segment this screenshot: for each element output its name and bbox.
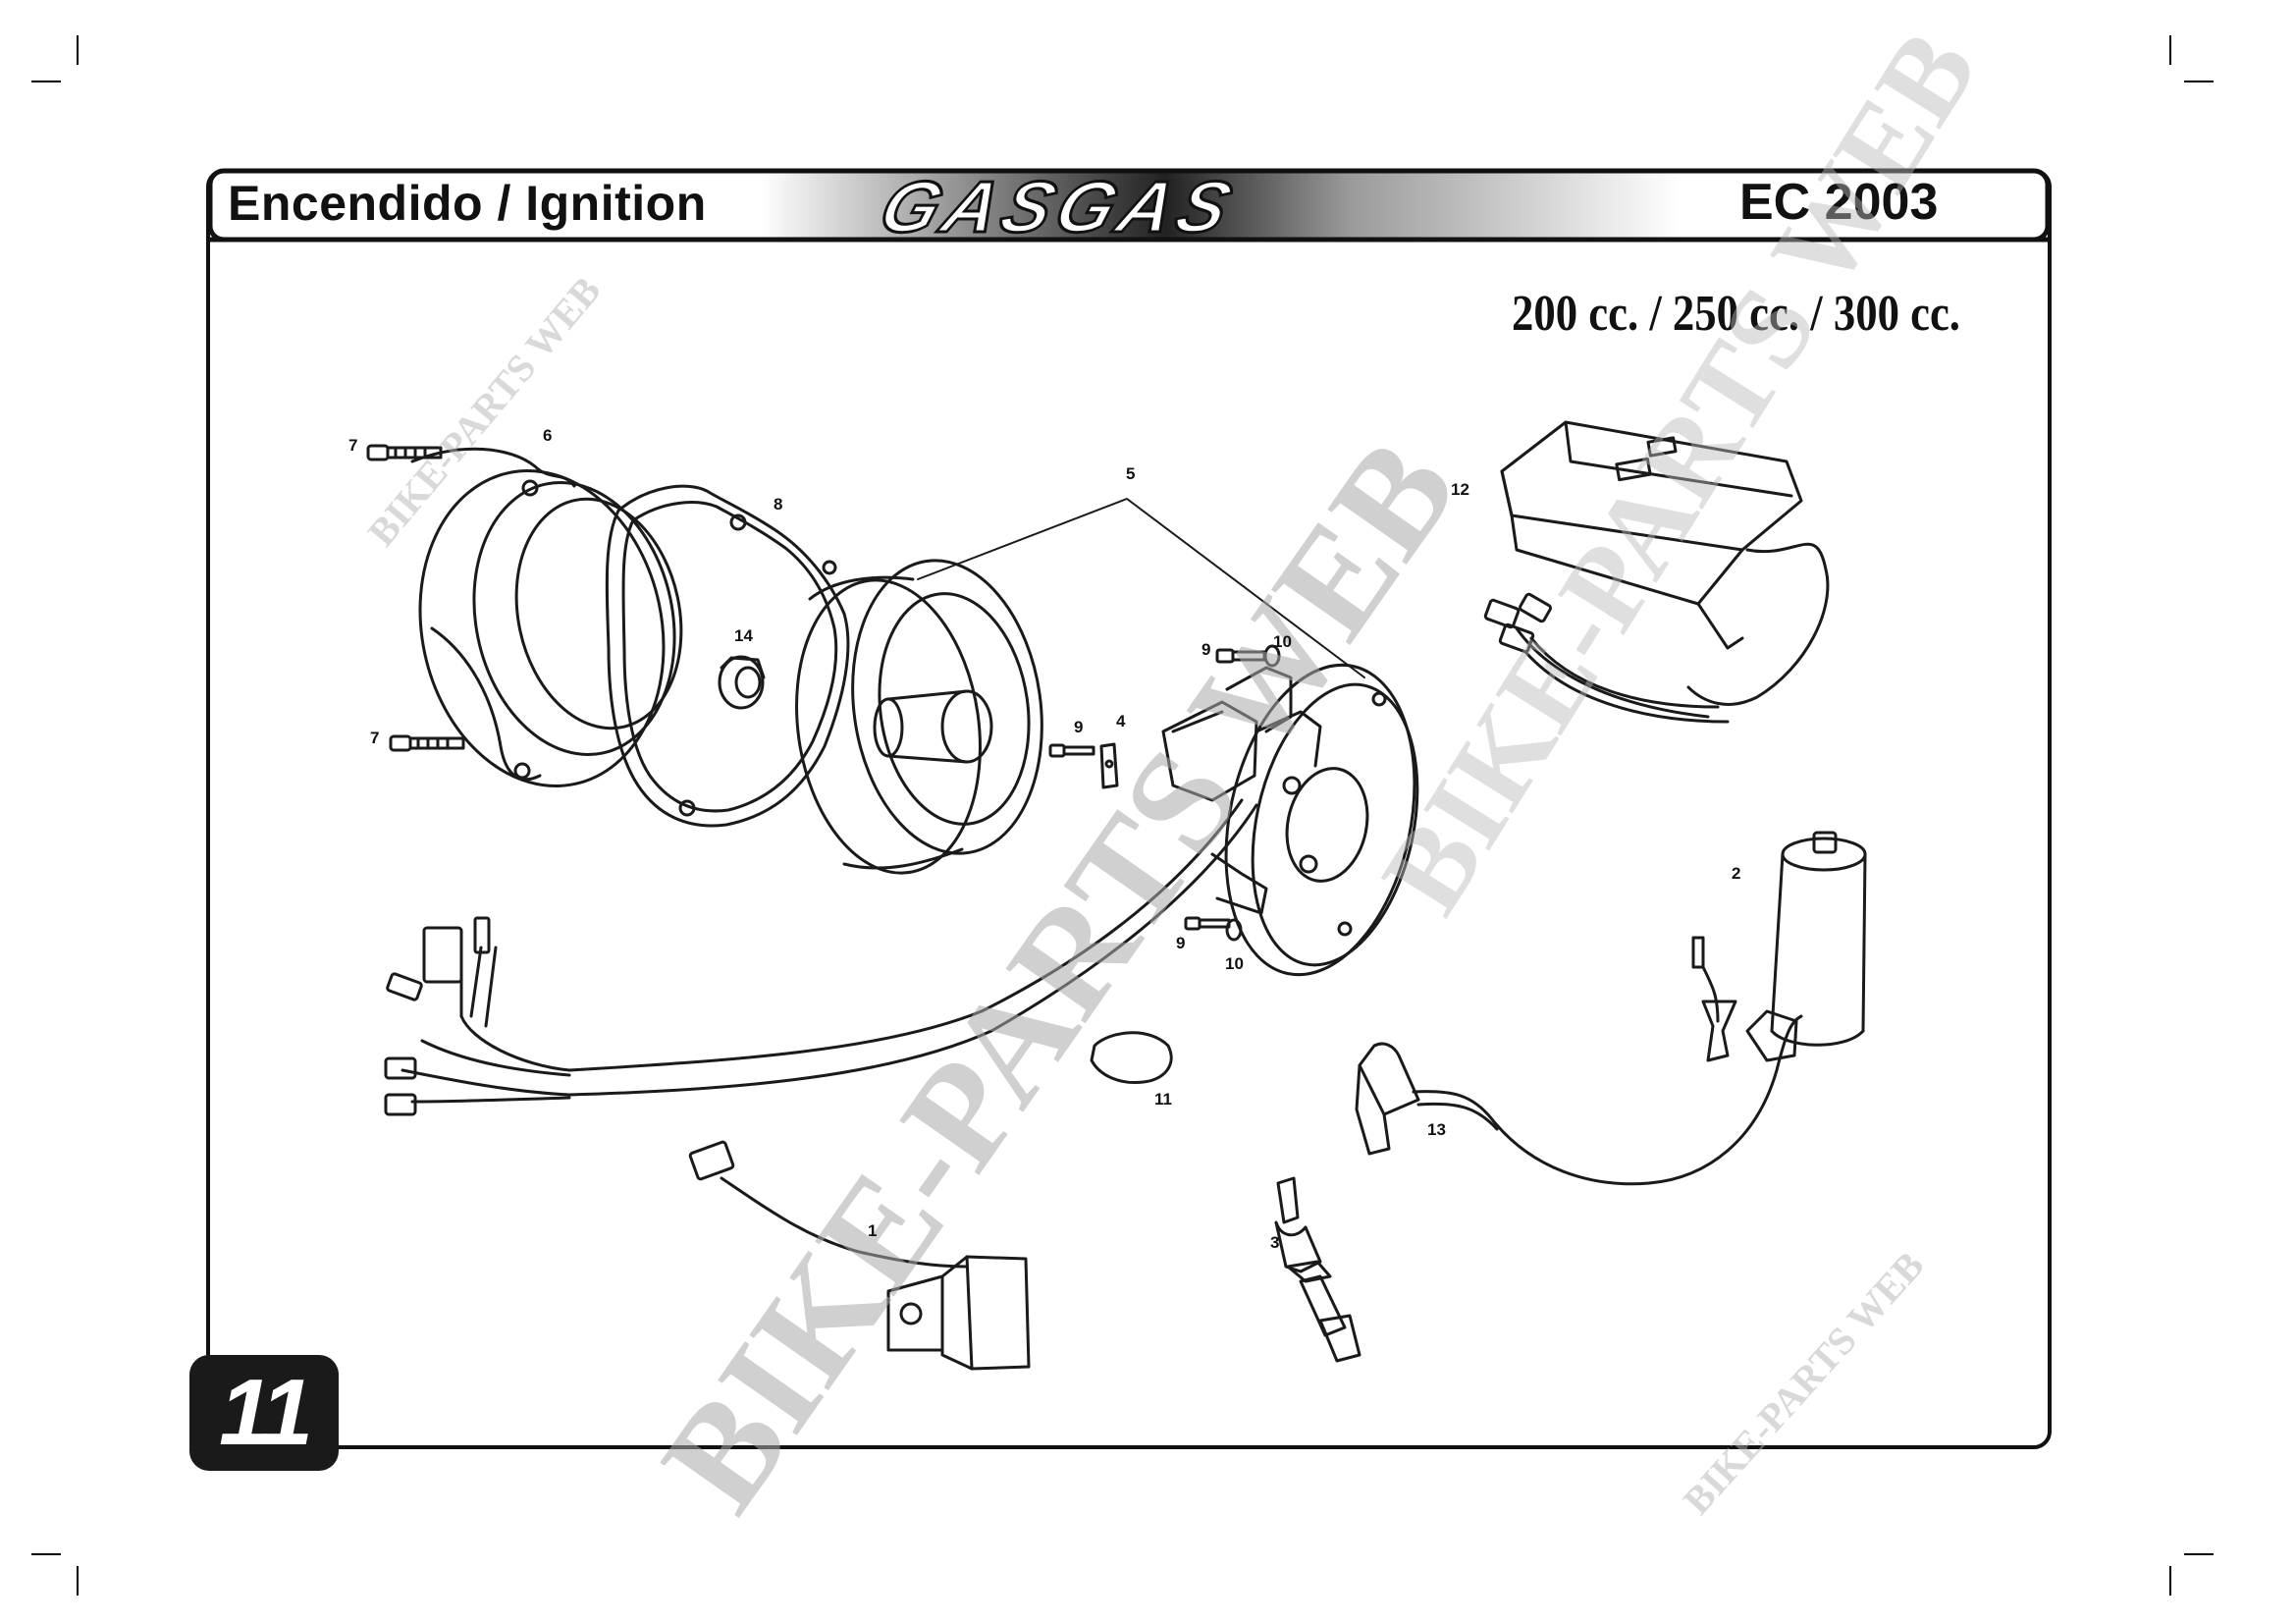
gasket-8 bbox=[605, 484, 850, 828]
stator-plate bbox=[1161, 663, 1419, 977]
bolt-7-bottom bbox=[389, 734, 465, 752]
ignition-cover-6 bbox=[410, 447, 683, 787]
callout-7-bottom: 7 bbox=[370, 729, 380, 747]
crop-mark bbox=[2184, 1553, 2214, 1555]
callout-1: 1 bbox=[868, 1221, 878, 1240]
key-4 bbox=[1099, 742, 1119, 789]
callout-6: 6 bbox=[543, 426, 553, 445]
model-label: EC 2003 bbox=[1739, 174, 1939, 231]
crop-mark bbox=[2169, 35, 2171, 65]
crop-mark bbox=[77, 1566, 79, 1596]
displacement-label: 200 cc. / 250 cc. / 300 cc. bbox=[1512, 286, 1960, 342]
regulator-1 bbox=[688, 1140, 1031, 1371]
washer-10-bottom bbox=[1225, 918, 1243, 942]
callout-9-left: 9 bbox=[1074, 718, 1084, 736]
flywheel-5 bbox=[795, 559, 1043, 875]
callout-10-bottom: 10 bbox=[1225, 954, 1244, 973]
callout-5: 5 bbox=[1126, 464, 1136, 483]
crop-mark bbox=[77, 35, 79, 65]
callout-14: 14 bbox=[734, 626, 753, 645]
bush-14 bbox=[718, 655, 766, 710]
callout-7-top: 7 bbox=[348, 436, 358, 455]
page-title: Encendido / Ignition bbox=[228, 176, 707, 231]
crop-mark bbox=[2184, 81, 2214, 82]
crop-mark bbox=[2169, 1566, 2171, 1596]
brand-logo: GASGAS bbox=[869, 165, 1249, 249]
callout-8: 8 bbox=[774, 495, 783, 514]
cdi-12 bbox=[1483, 420, 1830, 724]
callout-4: 4 bbox=[1116, 712, 1126, 730]
spark-plug-3 bbox=[1274, 1176, 1362, 1363]
crop-mark bbox=[31, 1553, 61, 1555]
callout-9-bottom: 9 bbox=[1176, 934, 1186, 952]
crop-mark bbox=[31, 81, 61, 82]
ht-coil-2 bbox=[1691, 831, 1867, 1062]
callout-3: 3 bbox=[1270, 1233, 1280, 1252]
callout-11: 11 bbox=[1154, 1090, 1172, 1109]
page-number: 11 bbox=[189, 1355, 339, 1471]
stator-harness bbox=[384, 798, 1258, 1116]
callout-12: 12 bbox=[1451, 480, 1469, 499]
grommet-11 bbox=[1090, 1031, 1173, 1085]
callout-13: 13 bbox=[1427, 1120, 1446, 1139]
callout-9-top: 9 bbox=[1201, 640, 1211, 659]
callout-10-top: 10 bbox=[1273, 632, 1292, 651]
screw-9-left bbox=[1048, 743, 1095, 758]
plug-cap-13 bbox=[1355, 1014, 1803, 1186]
callout-2: 2 bbox=[1732, 864, 1741, 883]
washer-10-top bbox=[1263, 644, 1281, 668]
leader-5 bbox=[917, 498, 1365, 678]
